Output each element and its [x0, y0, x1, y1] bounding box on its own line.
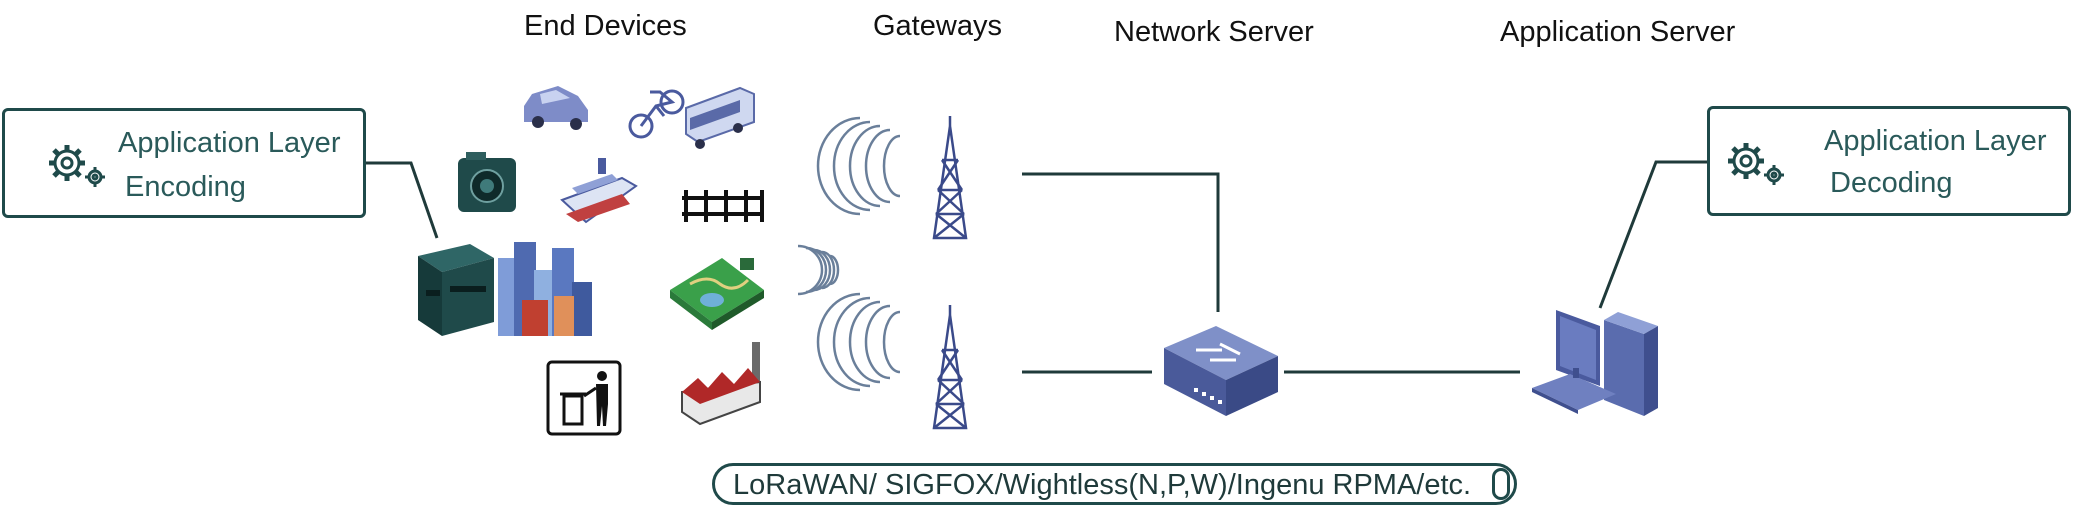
application-layer-decoding-box: Application Layer Decoding	[1707, 106, 2071, 216]
network-switch-icon	[1164, 326, 1278, 416]
gateways-header: Gateways	[873, 10, 1002, 42]
gateway1-to-network-server-line	[1022, 172, 1220, 312]
decoding-box-line2: Decoding	[1830, 167, 1953, 199]
application-server-header: Application Server	[1500, 16, 1736, 48]
printer-icon	[418, 244, 494, 336]
ship-icon	[560, 158, 638, 224]
radio-tower-icon	[932, 305, 968, 430]
gears-icon	[1728, 143, 1784, 185]
network-server-header: Network Server	[1114, 16, 1314, 48]
protocols-label: LoRaWAN/ SIGFOX/Wightless(N,P,W)/Ingenu …	[733, 469, 1472, 501]
bicycle-icon	[628, 89, 685, 139]
signal-waves-icon	[797, 116, 901, 392]
decoding-box-line1: Application Layer	[1824, 125, 2047, 157]
end-devices-header: End Devices	[524, 10, 687, 42]
gears-icon	[49, 145, 105, 187]
application-layer-encoding-box: Application Layer Encoding	[2, 108, 366, 218]
bus-icon	[685, 86, 755, 149]
protocols-bar: LoRaWAN/ SIGFOX/Wightless(N,P,W)/Ingenu …	[712, 463, 1517, 505]
encoding-connector-line	[366, 161, 439, 239]
trash-bin-icon	[546, 360, 622, 436]
factory-icon	[681, 342, 761, 426]
park-map-icon	[670, 258, 764, 330]
encoding-box-line1: Application Layer	[118, 127, 341, 159]
decoding-connector-line	[1598, 160, 1707, 309]
protocols-bar-end-cap	[1492, 468, 1510, 500]
car-icon	[524, 86, 588, 130]
desktop-computer-icon	[1532, 310, 1658, 416]
camera-icon	[458, 152, 516, 212]
city-icon	[498, 242, 592, 336]
encoding-box-line2: Encoding	[125, 171, 246, 203]
radio-tower-icon	[932, 116, 968, 240]
fence-icon	[682, 190, 764, 222]
